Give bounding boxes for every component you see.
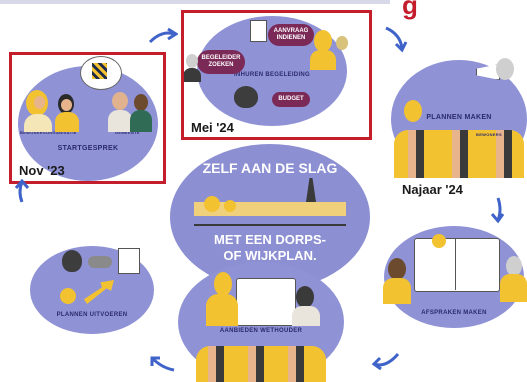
step-afspraken-label: AFSPRAKEN MAKEN xyxy=(421,310,487,316)
person-icon xyxy=(112,92,128,110)
person-body xyxy=(108,110,132,132)
money-bag-icon xyxy=(62,250,82,272)
flow-arrow-icon xyxy=(490,197,505,224)
windmill-icon xyxy=(306,178,316,202)
tree-icon xyxy=(224,200,236,212)
pill-aanvraag-indienen: AANVRAAG INDIENEN xyxy=(268,24,314,46)
step-startgesprek-sub-left: BEWONERSORGANISATIE xyxy=(20,130,77,135)
flow-arrow-icon xyxy=(150,356,175,372)
person-icon xyxy=(296,286,314,308)
person-icon xyxy=(34,96,45,109)
document-icon xyxy=(118,248,140,274)
money-bag-icon xyxy=(234,86,258,108)
open-book-icon xyxy=(414,238,500,292)
person-icon xyxy=(496,58,514,80)
center-title-line2: MET EEN DORPS- xyxy=(214,232,326,247)
step-inhuren-label: INHUREN BEGELEIDING xyxy=(233,72,311,78)
flow-arrow-icon xyxy=(385,26,408,53)
step-startgesprek-sub-right: GEMEENTE xyxy=(115,130,140,135)
center-title-line1: ZELF AAN DE SLAG xyxy=(202,160,338,176)
person-body xyxy=(130,110,152,132)
step-wethouder-label: AANBIEDEN WETHOUDER xyxy=(219,328,303,334)
flow-arrow-icon xyxy=(371,353,400,371)
person-body xyxy=(310,50,336,70)
lightbulb-icon xyxy=(60,288,76,304)
person-body xyxy=(183,68,201,82)
crowd xyxy=(196,346,326,382)
person-body xyxy=(383,278,411,304)
flow-arrow-icon xyxy=(148,27,178,44)
handshake-icon xyxy=(88,256,112,268)
person-icon xyxy=(314,30,332,52)
header-strip xyxy=(0,0,390,4)
document-icon xyxy=(250,20,267,42)
date-label-mei24: Mei '24 xyxy=(191,120,234,135)
person-icon xyxy=(134,94,148,111)
person-icon xyxy=(214,272,232,296)
highlight-box-nov23 xyxy=(9,52,166,184)
person-icon xyxy=(336,36,348,50)
pill-begeleider-zoeken: BEGELEIDER ZOEKEN xyxy=(197,50,245,74)
date-label-nov23: Nov '23 xyxy=(19,163,65,178)
open-book-icon xyxy=(236,278,296,326)
person-body xyxy=(55,112,79,132)
center-title-line3: OF WIJKPLAN. xyxy=(223,248,317,263)
header-title-fragment: g xyxy=(402,0,418,20)
step-uitvoeren-label: PLANNEN UITVOEREN xyxy=(56,312,128,318)
step-plannen-maken-label: PLANNEN MAKEN xyxy=(426,114,492,121)
step-plannen-maken-sub: BEWONERS xyxy=(476,132,502,137)
person-icon xyxy=(61,99,72,111)
tree-icon xyxy=(204,196,220,212)
date-label-najaar24: Najaar '24 xyxy=(402,182,463,197)
person-icon xyxy=(186,54,198,68)
lightbulb-icon xyxy=(432,234,446,248)
person-icon xyxy=(404,100,422,122)
center-circle: ZELF AAN DE SLAG MET EEN DORPS- OF WIJKP… xyxy=(170,144,370,290)
step-startgesprek-label: STARTGESPREK xyxy=(57,145,119,152)
highlight-box-mei24 xyxy=(181,10,372,140)
person-body xyxy=(500,274,527,302)
person-body xyxy=(292,306,320,326)
pill-budget: BUDGET xyxy=(272,92,310,107)
book-spine xyxy=(455,238,456,290)
person-body xyxy=(206,294,238,326)
person-icon xyxy=(388,258,406,280)
person-icon xyxy=(506,256,522,276)
person-body xyxy=(24,114,52,132)
crowd xyxy=(394,130,524,178)
flag-icon xyxy=(92,63,107,79)
flow-arrow-icon xyxy=(14,178,30,203)
